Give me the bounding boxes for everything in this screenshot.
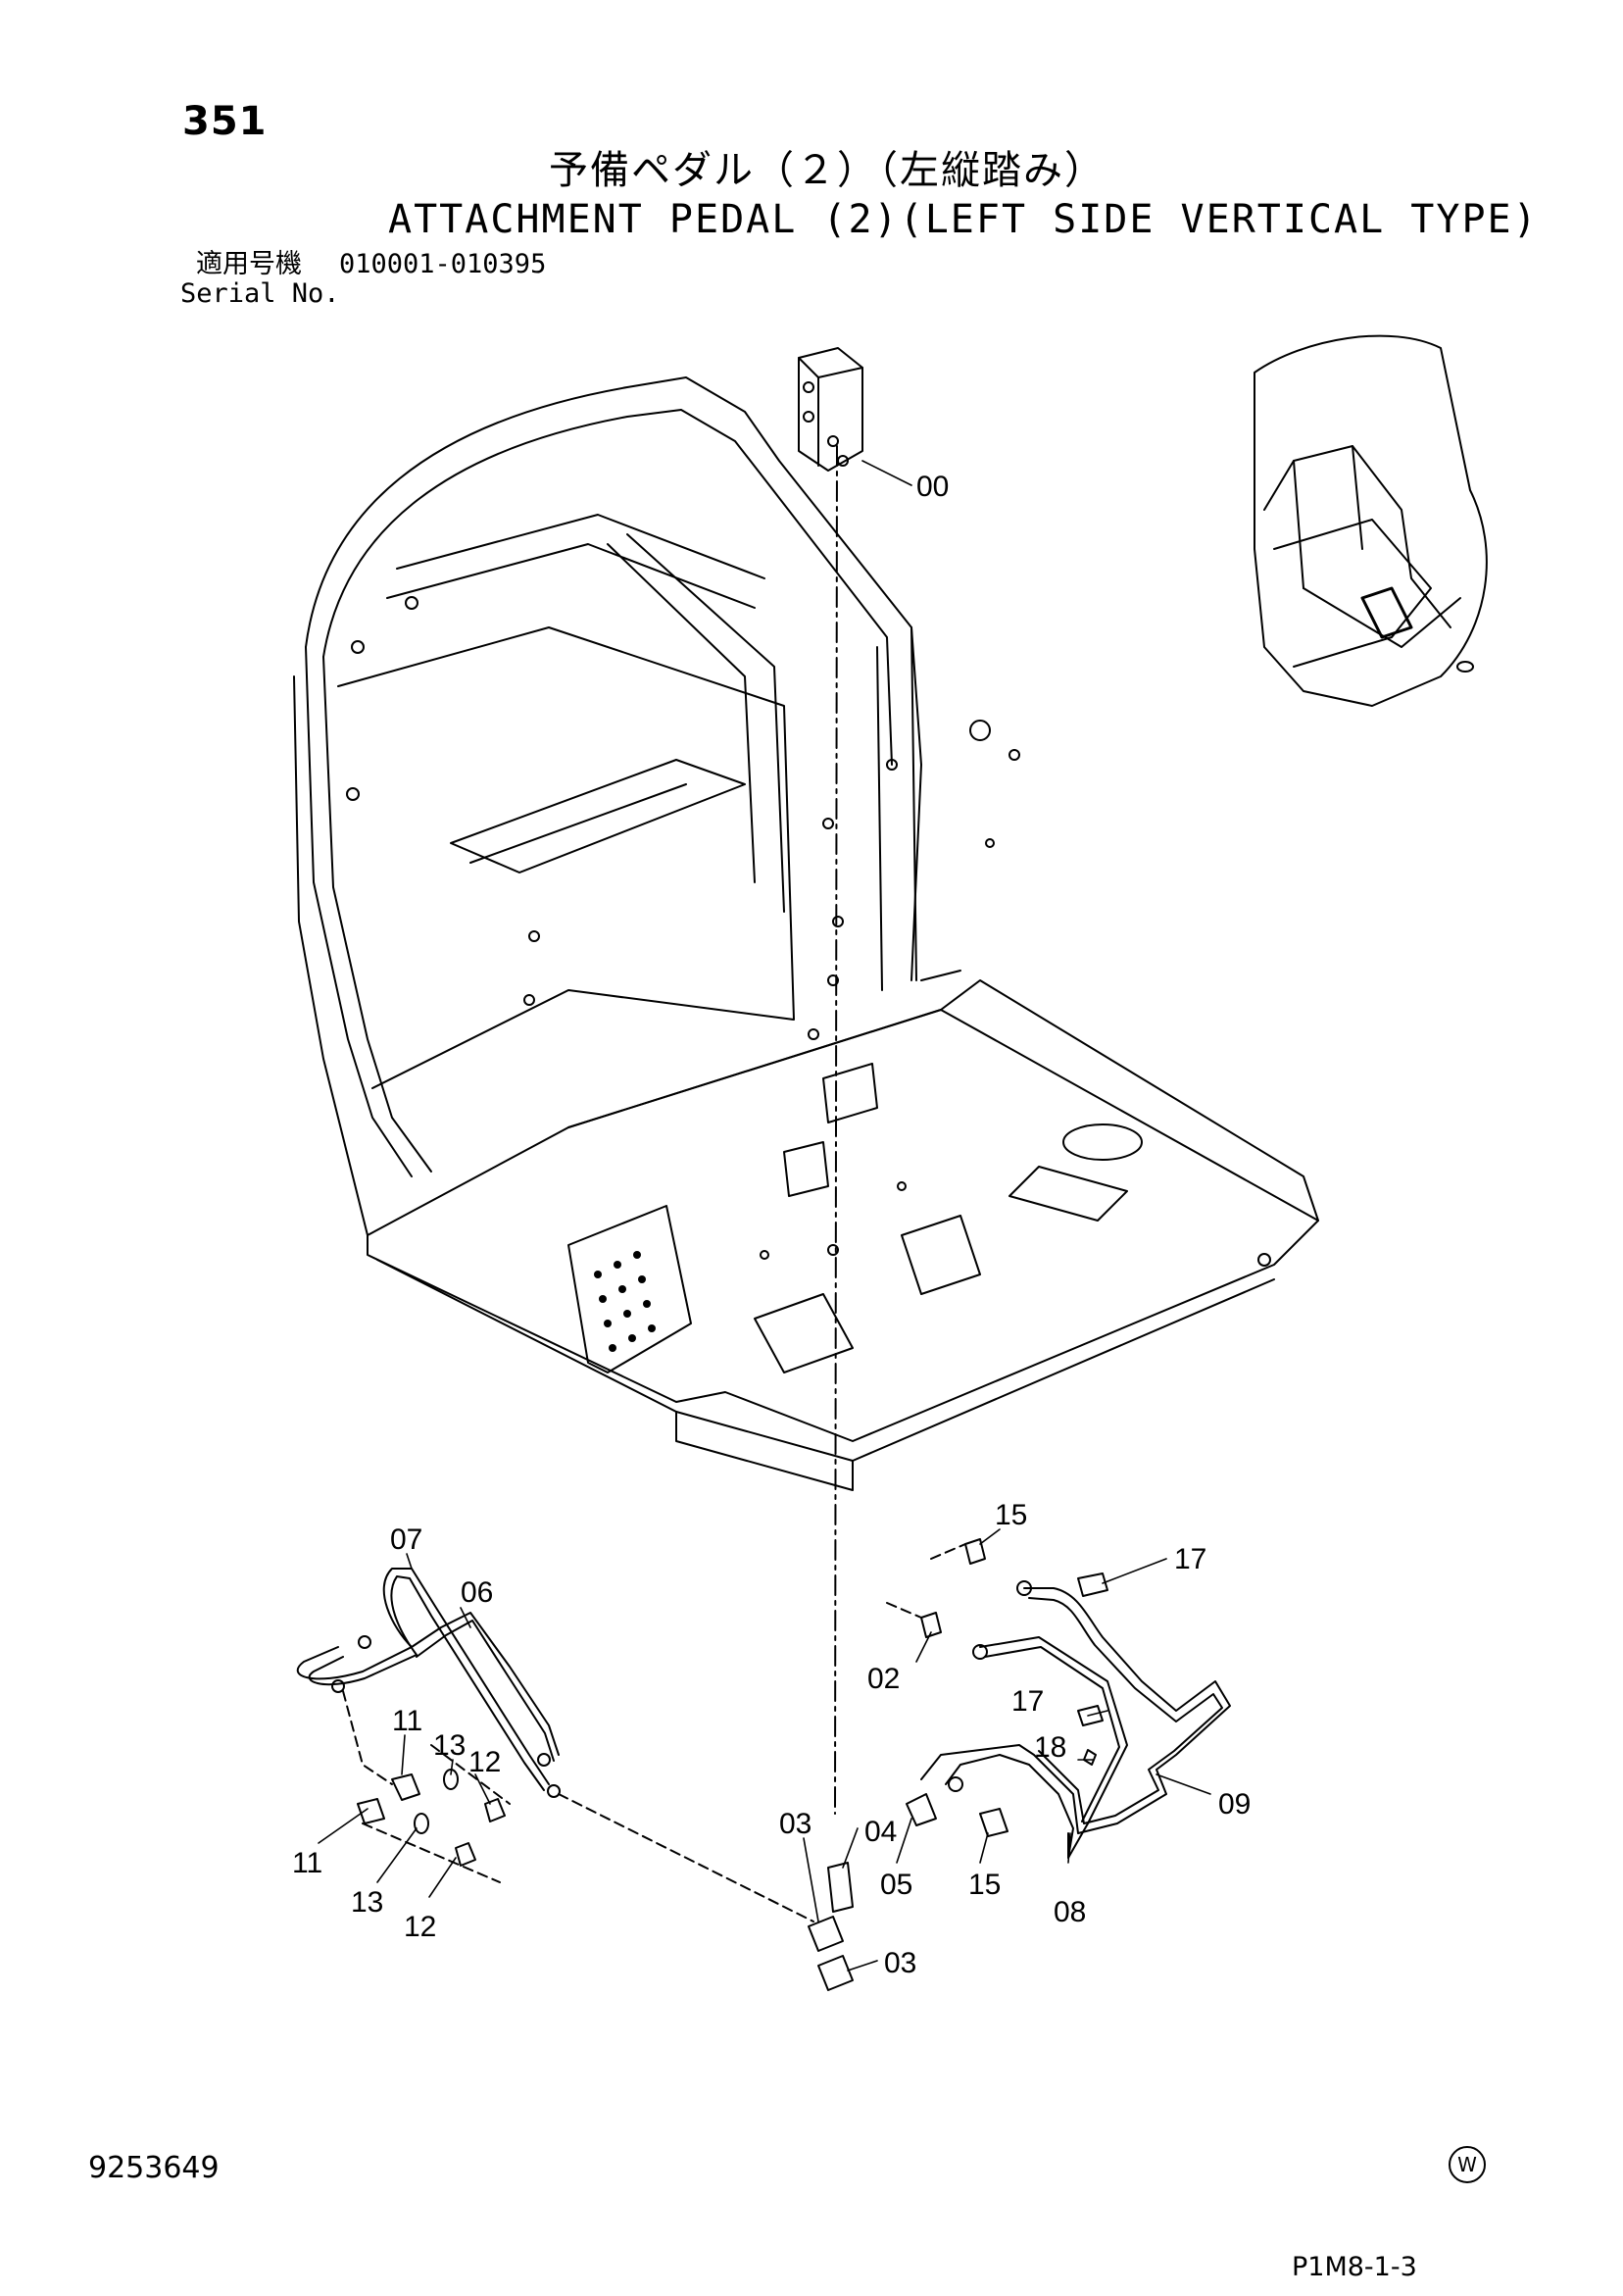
serial-range: 010001-010395	[339, 249, 547, 279]
callout-11b: 11	[292, 1847, 322, 1879]
hose-assembly-right	[920, 1580, 1231, 1859]
callout-labels: 00 07 06 15 17 02 17 18 09 11 13 12 11 1…	[292, 471, 1251, 1979]
callout-12: 12	[468, 1746, 501, 1778]
callout-03: 03	[779, 1808, 812, 1840]
centre-line	[834, 445, 838, 1815]
callout-13b: 13	[351, 1886, 383, 1919]
callout-17: 17	[1174, 1543, 1206, 1575]
title-japanese: 予備ペダル（２）（左縦踏み）	[549, 148, 1106, 193]
callout-04: 04	[864, 1816, 897, 1848]
callout-06: 06	[461, 1576, 493, 1609]
part-00-bracket	[798, 347, 863, 472]
hose-assembly-left	[296, 1568, 561, 1798]
serial-label-japanese: 適用号機	[196, 249, 302, 279]
hidden-leaders-left	[342, 1690, 814, 1922]
fittings-left	[357, 1769, 854, 1991]
fittings-right	[886, 1538, 1108, 1837]
callout-13: 13	[433, 1729, 466, 1762]
callout-18: 18	[1034, 1731, 1066, 1764]
callout-15: 15	[995, 1499, 1027, 1531]
callout-02: 02	[867, 1663, 900, 1695]
cab-frame	[293, 376, 1319, 1491]
callout-07: 07	[390, 1523, 422, 1556]
leader-lines	[318, 460, 1211, 1972]
callout-12b: 12	[404, 1911, 436, 1943]
inset-cab-view	[1254, 334, 1488, 707]
figure-code: P1M8-1-3	[1292, 2252, 1417, 2282]
callout-09: 09	[1218, 1788, 1251, 1821]
serial-label-english: Serial No.	[180, 278, 340, 309]
title-english: ATTACHMENT PEDAL (2)(LEFT SIDE VERTICAL …	[388, 197, 1539, 242]
document-number: 9253649	[88, 2151, 220, 2185]
callout-17b: 17	[1011, 1685, 1044, 1718]
callout-00: 00	[916, 471, 949, 503]
page-number: 351	[182, 99, 268, 144]
watermark-symbol: W	[1449, 2146, 1486, 2183]
callout-15b: 15	[968, 1869, 1001, 1901]
callout-05: 05	[880, 1869, 912, 1901]
callout-08: 08	[1054, 1896, 1086, 1928]
callout-11: 11	[392, 1705, 422, 1737]
callout-03b: 03	[884, 1947, 916, 1979]
